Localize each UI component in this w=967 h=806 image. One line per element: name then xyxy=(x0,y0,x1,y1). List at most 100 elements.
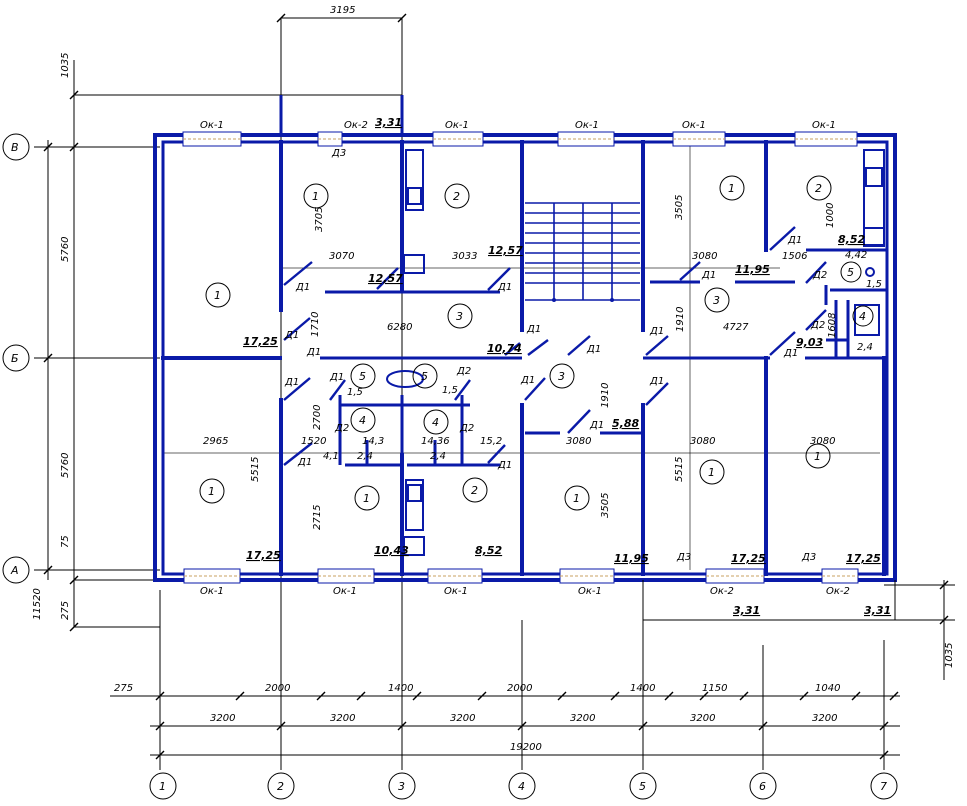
dimension-lines xyxy=(43,13,949,760)
area-label: 8,52 xyxy=(475,544,502,557)
left-dim-1035: 1035 xyxy=(60,53,71,78)
door-mark: Д1 xyxy=(520,375,535,386)
interior-dim: 1506 xyxy=(782,251,807,262)
interior-dim: 3080 xyxy=(690,436,715,447)
area-label: 8,52 xyxy=(838,233,865,246)
axis-label-v: В xyxy=(11,141,19,154)
interior-dim: 2715 xyxy=(312,505,323,530)
interior-dimensions: 3070 3033 6280 3705 1710 3505 3080 1506 … xyxy=(203,195,838,530)
window-mark-bot-2: Ок-1 xyxy=(333,586,357,597)
area-label: 1,5 xyxy=(347,387,363,398)
interior-dim: 3080 xyxy=(566,436,591,447)
window-mark-top-5: Ок-1 xyxy=(682,120,706,131)
area-label: 17,25 xyxy=(243,335,278,348)
opening-dim-2: 2000 xyxy=(265,683,290,694)
door-mark: Д1 xyxy=(297,457,312,468)
interior-dim: 3080 xyxy=(810,436,835,447)
door-mark: Д1 xyxy=(787,235,802,246)
bay-dim-6: 3200 xyxy=(812,713,837,724)
axis-label-a: А xyxy=(10,564,19,577)
area-label: 11,95 xyxy=(614,552,649,565)
axis-label-1: 1 xyxy=(159,780,166,793)
room-no: 4 xyxy=(432,416,439,429)
room-no: 1 xyxy=(312,190,319,203)
door-mark: Д1 xyxy=(649,376,664,387)
opening-dim-7: 1040 xyxy=(815,683,840,694)
door-mark: Д1 xyxy=(649,326,664,337)
left-dim-275: 275 xyxy=(60,601,71,620)
interior-dim: 1608 xyxy=(827,313,838,338)
interior-dim: 1000 xyxy=(825,203,836,228)
area-label: 12,57 xyxy=(368,272,403,285)
door-mark: Д1 xyxy=(306,347,321,358)
area-label: 11,95 xyxy=(735,263,770,276)
room-areas: 3,31 12,57 12,57 17,25 10,74 11,95 8,52 … xyxy=(243,116,891,617)
door-mark: Д3 xyxy=(801,552,816,563)
interior-dim: 4727 xyxy=(723,322,749,333)
interior-dim: 5515 xyxy=(674,457,685,482)
interior-dim: 6280 xyxy=(387,322,412,333)
interior-dim: 2700 xyxy=(312,405,323,430)
dimension-texts: 19200 3200 3200 3200 3200 3200 3200 275 … xyxy=(32,5,955,753)
interior-dim: 1520 xyxy=(301,436,326,447)
left-dim-5760a: 5760 xyxy=(60,237,71,262)
area-label: 2,4 xyxy=(857,342,873,353)
door-mark: Д1 xyxy=(497,282,512,293)
axis-label-4: 4 xyxy=(518,780,525,793)
right-dim-1035: 1035 xyxy=(944,643,955,668)
interior-walls xyxy=(161,95,887,576)
interior-dim: 3505 xyxy=(674,195,685,220)
door-mark: Д1 xyxy=(329,372,344,383)
door-mark: Д2 xyxy=(456,366,471,377)
room-no: 1 xyxy=(728,182,735,195)
area-label: 17,25 xyxy=(846,552,881,565)
opening-dim-3: 1400 xyxy=(388,683,413,694)
area-label: 10,43 xyxy=(374,544,409,557)
window-marks: Ок-1 Ок-2 Ок-1 Ок-1 Ок-1 Ок-1 Ок-1 Ок-1 … xyxy=(200,120,850,597)
opening-dim-5: 1400 xyxy=(630,683,655,694)
window-mark-bot-1: Ок-1 xyxy=(200,586,224,597)
bay-dim-4: 3200 xyxy=(570,713,595,724)
area-label: 10,74 xyxy=(487,342,522,355)
window-mark-bot-6: Ок-2 xyxy=(826,586,850,597)
window-mark-bot-3: Ок-1 xyxy=(444,586,468,597)
kitchen-fixtures xyxy=(386,149,885,556)
room-no: 5 xyxy=(421,370,428,383)
bay-dim-3: 3200 xyxy=(450,713,475,724)
door-mark: Д1 xyxy=(586,344,601,355)
area-label: 2,4 xyxy=(430,451,446,462)
axis-label-b: Б xyxy=(11,352,19,365)
interior-dim: 1910 xyxy=(675,307,686,332)
door-mark: Д2 xyxy=(334,423,349,434)
interior-dim: 5515 xyxy=(250,457,261,482)
door-mark: Д1 xyxy=(589,420,604,431)
room-no: 1 xyxy=(814,450,821,463)
room-no: 3 xyxy=(558,370,565,383)
window-mark-top-4: Ок-1 xyxy=(575,120,599,131)
door-mark: Д1 xyxy=(701,270,716,281)
axis-label-7: 7 xyxy=(880,780,887,793)
area-label: 3,31 xyxy=(733,604,760,617)
overall-dimension: 19200 xyxy=(510,742,542,753)
window-mark-bot-5: Ок-2 xyxy=(710,586,734,597)
doors xyxy=(283,226,827,466)
axis-label-3: 3 xyxy=(398,780,405,793)
opening-dim-6: 1150 xyxy=(702,683,727,694)
room-no: 5 xyxy=(359,370,366,383)
interior-dim: 3705 xyxy=(314,207,325,232)
room-no: 3 xyxy=(456,310,463,323)
left-dim-11520: 11520 xyxy=(32,588,43,620)
room-no: 1 xyxy=(363,492,370,505)
room-no: 4 xyxy=(859,310,866,323)
area-label: 14,36 xyxy=(421,436,450,447)
window-mark-top-3: Ок-1 xyxy=(445,120,469,131)
door-mark: Д1 xyxy=(284,330,299,341)
opening-dim-4: 2000 xyxy=(507,683,532,694)
area-label: 3,31 xyxy=(864,604,891,617)
room-no: 1 xyxy=(214,289,221,302)
interior-dim: 3033 xyxy=(452,251,477,262)
door-mark: Д2 xyxy=(812,270,827,281)
room-no: 1 xyxy=(708,466,715,479)
door-mark: Д3 xyxy=(676,552,691,563)
area-label: 1,5 xyxy=(866,279,882,290)
